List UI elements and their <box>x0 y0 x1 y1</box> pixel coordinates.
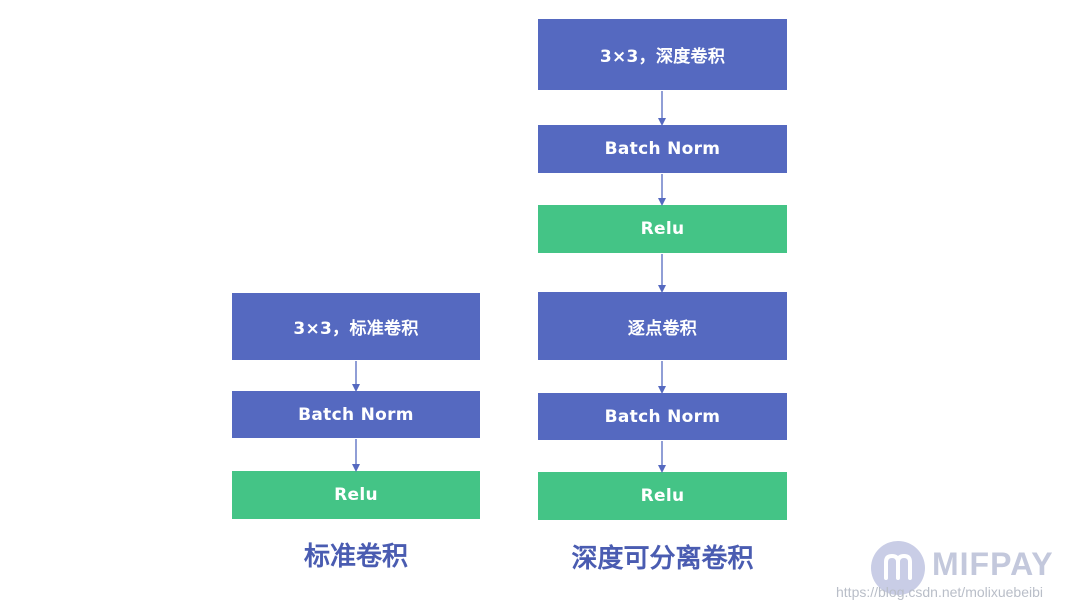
block-relu: Relu <box>538 472 787 520</box>
caption-depthwise-separable-conv: 深度可分离卷积 <box>571 544 754 574</box>
mifpay-logo-icon <box>871 541 925 595</box>
caption-standard-conv: 标准卷积 <box>303 542 408 572</box>
block-relu: Relu <box>232 471 480 519</box>
block-depthwise-conv: 3×3，深度卷积 <box>538 19 787 90</box>
block-batch-norm: Batch Norm <box>232 391 480 438</box>
block-relu: Relu <box>538 205 787 253</box>
block-batch-norm: Batch Norm <box>538 393 787 440</box>
block-batch-norm: Batch Norm <box>538 125 787 173</box>
block-standard-conv: 3×3，标准卷积 <box>232 293 480 360</box>
watermark-url: https://blog.csdn.net/molixuebeibi <box>836 584 1044 600</box>
watermark-logo-text: MIFPAY <box>932 546 1054 582</box>
block-pointwise-conv: 逐点卷积 <box>538 292 787 360</box>
